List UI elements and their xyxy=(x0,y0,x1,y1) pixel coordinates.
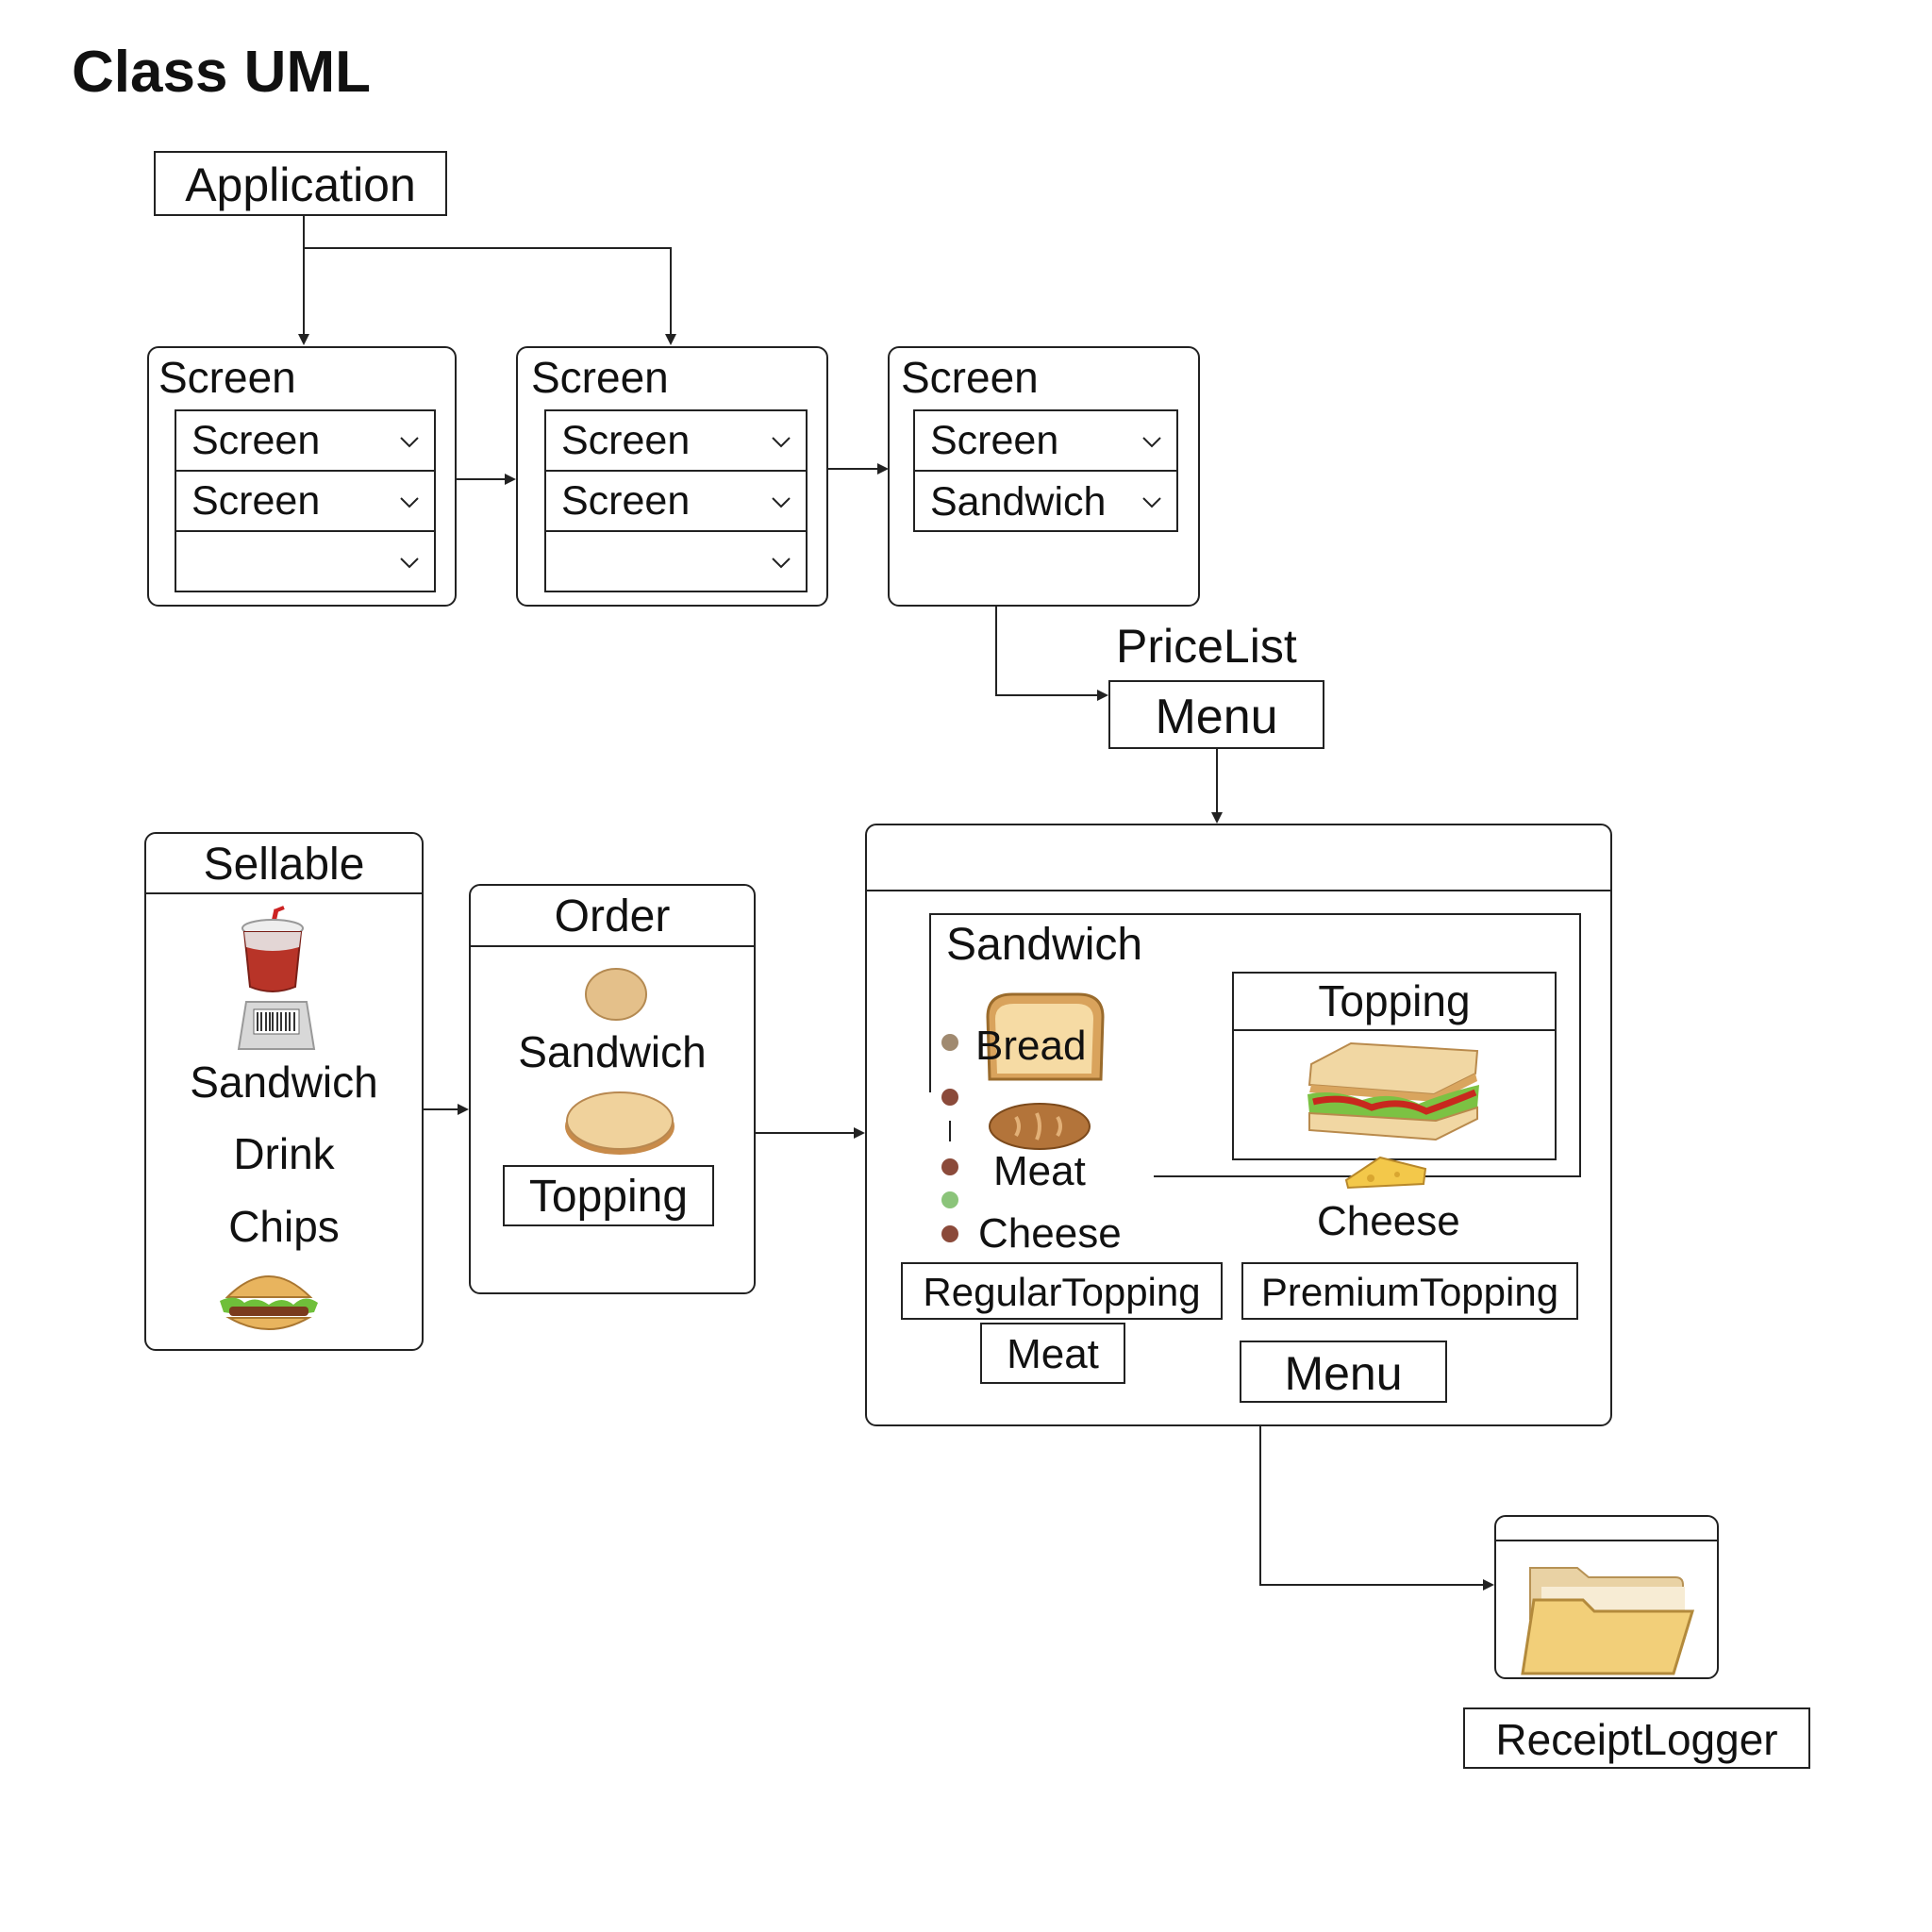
chevron-down-icon xyxy=(772,437,791,448)
diagram-title: Class UML xyxy=(72,40,371,105)
sandwich-icon xyxy=(1307,1041,1479,1141)
menu-box: Menu xyxy=(1240,1341,1447,1403)
receipt-folder-divider xyxy=(1496,1540,1717,1541)
sandwich-cheese-label: Cheese xyxy=(978,1210,1122,1257)
bullet-dot xyxy=(941,1225,958,1242)
bullet-dot xyxy=(941,1034,958,1051)
menu-label: Menu xyxy=(1284,1347,1403,1400)
bullet-dot xyxy=(941,1089,958,1106)
bullet-dot xyxy=(941,1158,958,1175)
field-value: Screen xyxy=(192,477,321,524)
regular-topping-label: RegularTopping xyxy=(923,1270,1201,1314)
order-topping-label: Topping xyxy=(528,1172,689,1222)
folder-icon xyxy=(1521,1567,1695,1675)
screen-class-2: Screen Screen Screen xyxy=(516,346,828,607)
sandwich-meat-label: Meat xyxy=(993,1148,1086,1194)
menu-panel-header-divider xyxy=(867,890,1610,891)
screen-field-dropdown[interactable]: Sandwich xyxy=(915,472,1176,532)
chevron-down-icon xyxy=(400,437,419,448)
screen-field-list: Screen Screen xyxy=(175,409,436,592)
order-sandwich-label: Sandwich xyxy=(518,1027,707,1076)
screen-field-dropdown[interactable]: Screen xyxy=(915,411,1176,472)
burger-icon xyxy=(220,1275,318,1330)
chevron-down-icon xyxy=(772,558,791,569)
sandwich-title: Sandwich xyxy=(946,920,1143,970)
bread-loaf-icon xyxy=(986,992,1105,1081)
regular-topping-box: RegularTopping xyxy=(901,1262,1223,1320)
receipt-logger-label: ReceiptLogger xyxy=(1495,1715,1778,1764)
chevron-down-icon xyxy=(1142,497,1161,508)
bullet-connector xyxy=(949,1121,951,1141)
arrow-screen3-to-menu xyxy=(995,607,1108,701)
topping-title: Topping xyxy=(1318,976,1471,1025)
screen-field-list: Screen Sandwich xyxy=(913,409,1178,532)
field-value: Screen xyxy=(930,417,1059,463)
chevron-down-icon xyxy=(1142,437,1161,448)
sellable-title: Sellable xyxy=(203,840,365,890)
screen-title: Screen xyxy=(158,353,296,402)
meat-box: Meat xyxy=(980,1323,1125,1384)
bullet-dot xyxy=(941,1191,958,1208)
topping-outer-edge xyxy=(1579,913,1581,1177)
field-value: Screen xyxy=(561,477,691,524)
pricelist-label: PriceList xyxy=(1116,620,1297,673)
screen-field-dropdown[interactable]: Screen xyxy=(546,472,806,532)
sandwich-box-left-edge xyxy=(929,913,931,1092)
topping-cheese-label: Cheese xyxy=(1317,1198,1460,1244)
screen-title: Screen xyxy=(531,353,669,402)
menu-panel: Sandwich Bread Meat Cheese Topping Chees… xyxy=(865,824,1612,1426)
screen-field-dropdown[interactable]: Screen xyxy=(176,472,434,532)
screen-field-dropdown[interactable]: Screen xyxy=(546,411,806,472)
order-topping-box: Topping xyxy=(503,1165,714,1226)
barcode-scanner-icon xyxy=(237,1001,316,1050)
field-value: Sandwich xyxy=(930,478,1107,525)
sellable-item: Drink xyxy=(233,1129,335,1178)
receipt-logger-class: ReceiptLogger xyxy=(1463,1707,1810,1769)
sandwich-bread-label: Bread xyxy=(975,1023,1087,1069)
bread-slice-icon xyxy=(565,1091,675,1155)
baguette-icon xyxy=(989,1103,1091,1150)
screen-class-1: Screen Screen Screen xyxy=(147,346,457,607)
meat-label: Meat xyxy=(1007,1331,1099,1377)
chevron-down-icon xyxy=(772,497,791,508)
order-title: Order xyxy=(554,891,671,941)
bun-icon xyxy=(585,968,647,1021)
sellable-item: Sandwich xyxy=(190,1058,378,1107)
order-divider xyxy=(471,945,754,947)
screen-field-dropdown[interactable] xyxy=(176,532,434,592)
pricelist-menu-box: Menu xyxy=(1108,680,1324,749)
screen-field-list: Screen Screen xyxy=(544,409,808,592)
topping-class: Topping xyxy=(1232,972,1557,1160)
sellable-item: Chips xyxy=(228,1202,340,1251)
screen-field-dropdown[interactable]: Screen xyxy=(176,411,434,472)
premium-topping-label: PremiumTopping xyxy=(1260,1270,1559,1314)
screen-title: Screen xyxy=(901,353,1039,402)
topping-divider xyxy=(1234,1029,1555,1031)
field-value: Screen xyxy=(192,417,321,463)
sellable-class: Sellable Sandwich Drink Chips xyxy=(144,832,424,1351)
chevron-down-icon xyxy=(400,497,419,508)
drink-cup-icon xyxy=(242,906,304,992)
sellable-divider xyxy=(146,892,422,894)
screen-class-3: Screen Screen Sandwich xyxy=(888,346,1200,607)
application-class: Application xyxy=(154,151,447,216)
arrow-panel-to-receipt xyxy=(1259,1426,1494,1591)
screen-field-dropdown[interactable] xyxy=(546,532,806,592)
field-value: Screen xyxy=(561,417,691,463)
chevron-down-icon xyxy=(400,558,419,569)
cheese-icon xyxy=(1344,1156,1427,1190)
arrow-app-to-screen2 xyxy=(304,247,676,345)
application-label: Application xyxy=(185,158,416,211)
pricelist-menu-label: Menu xyxy=(1155,690,1278,744)
premium-topping-box: PremiumTopping xyxy=(1241,1262,1578,1320)
receipt-folder-box xyxy=(1494,1515,1719,1679)
order-class: Order Sandwich Topping xyxy=(469,884,756,1294)
